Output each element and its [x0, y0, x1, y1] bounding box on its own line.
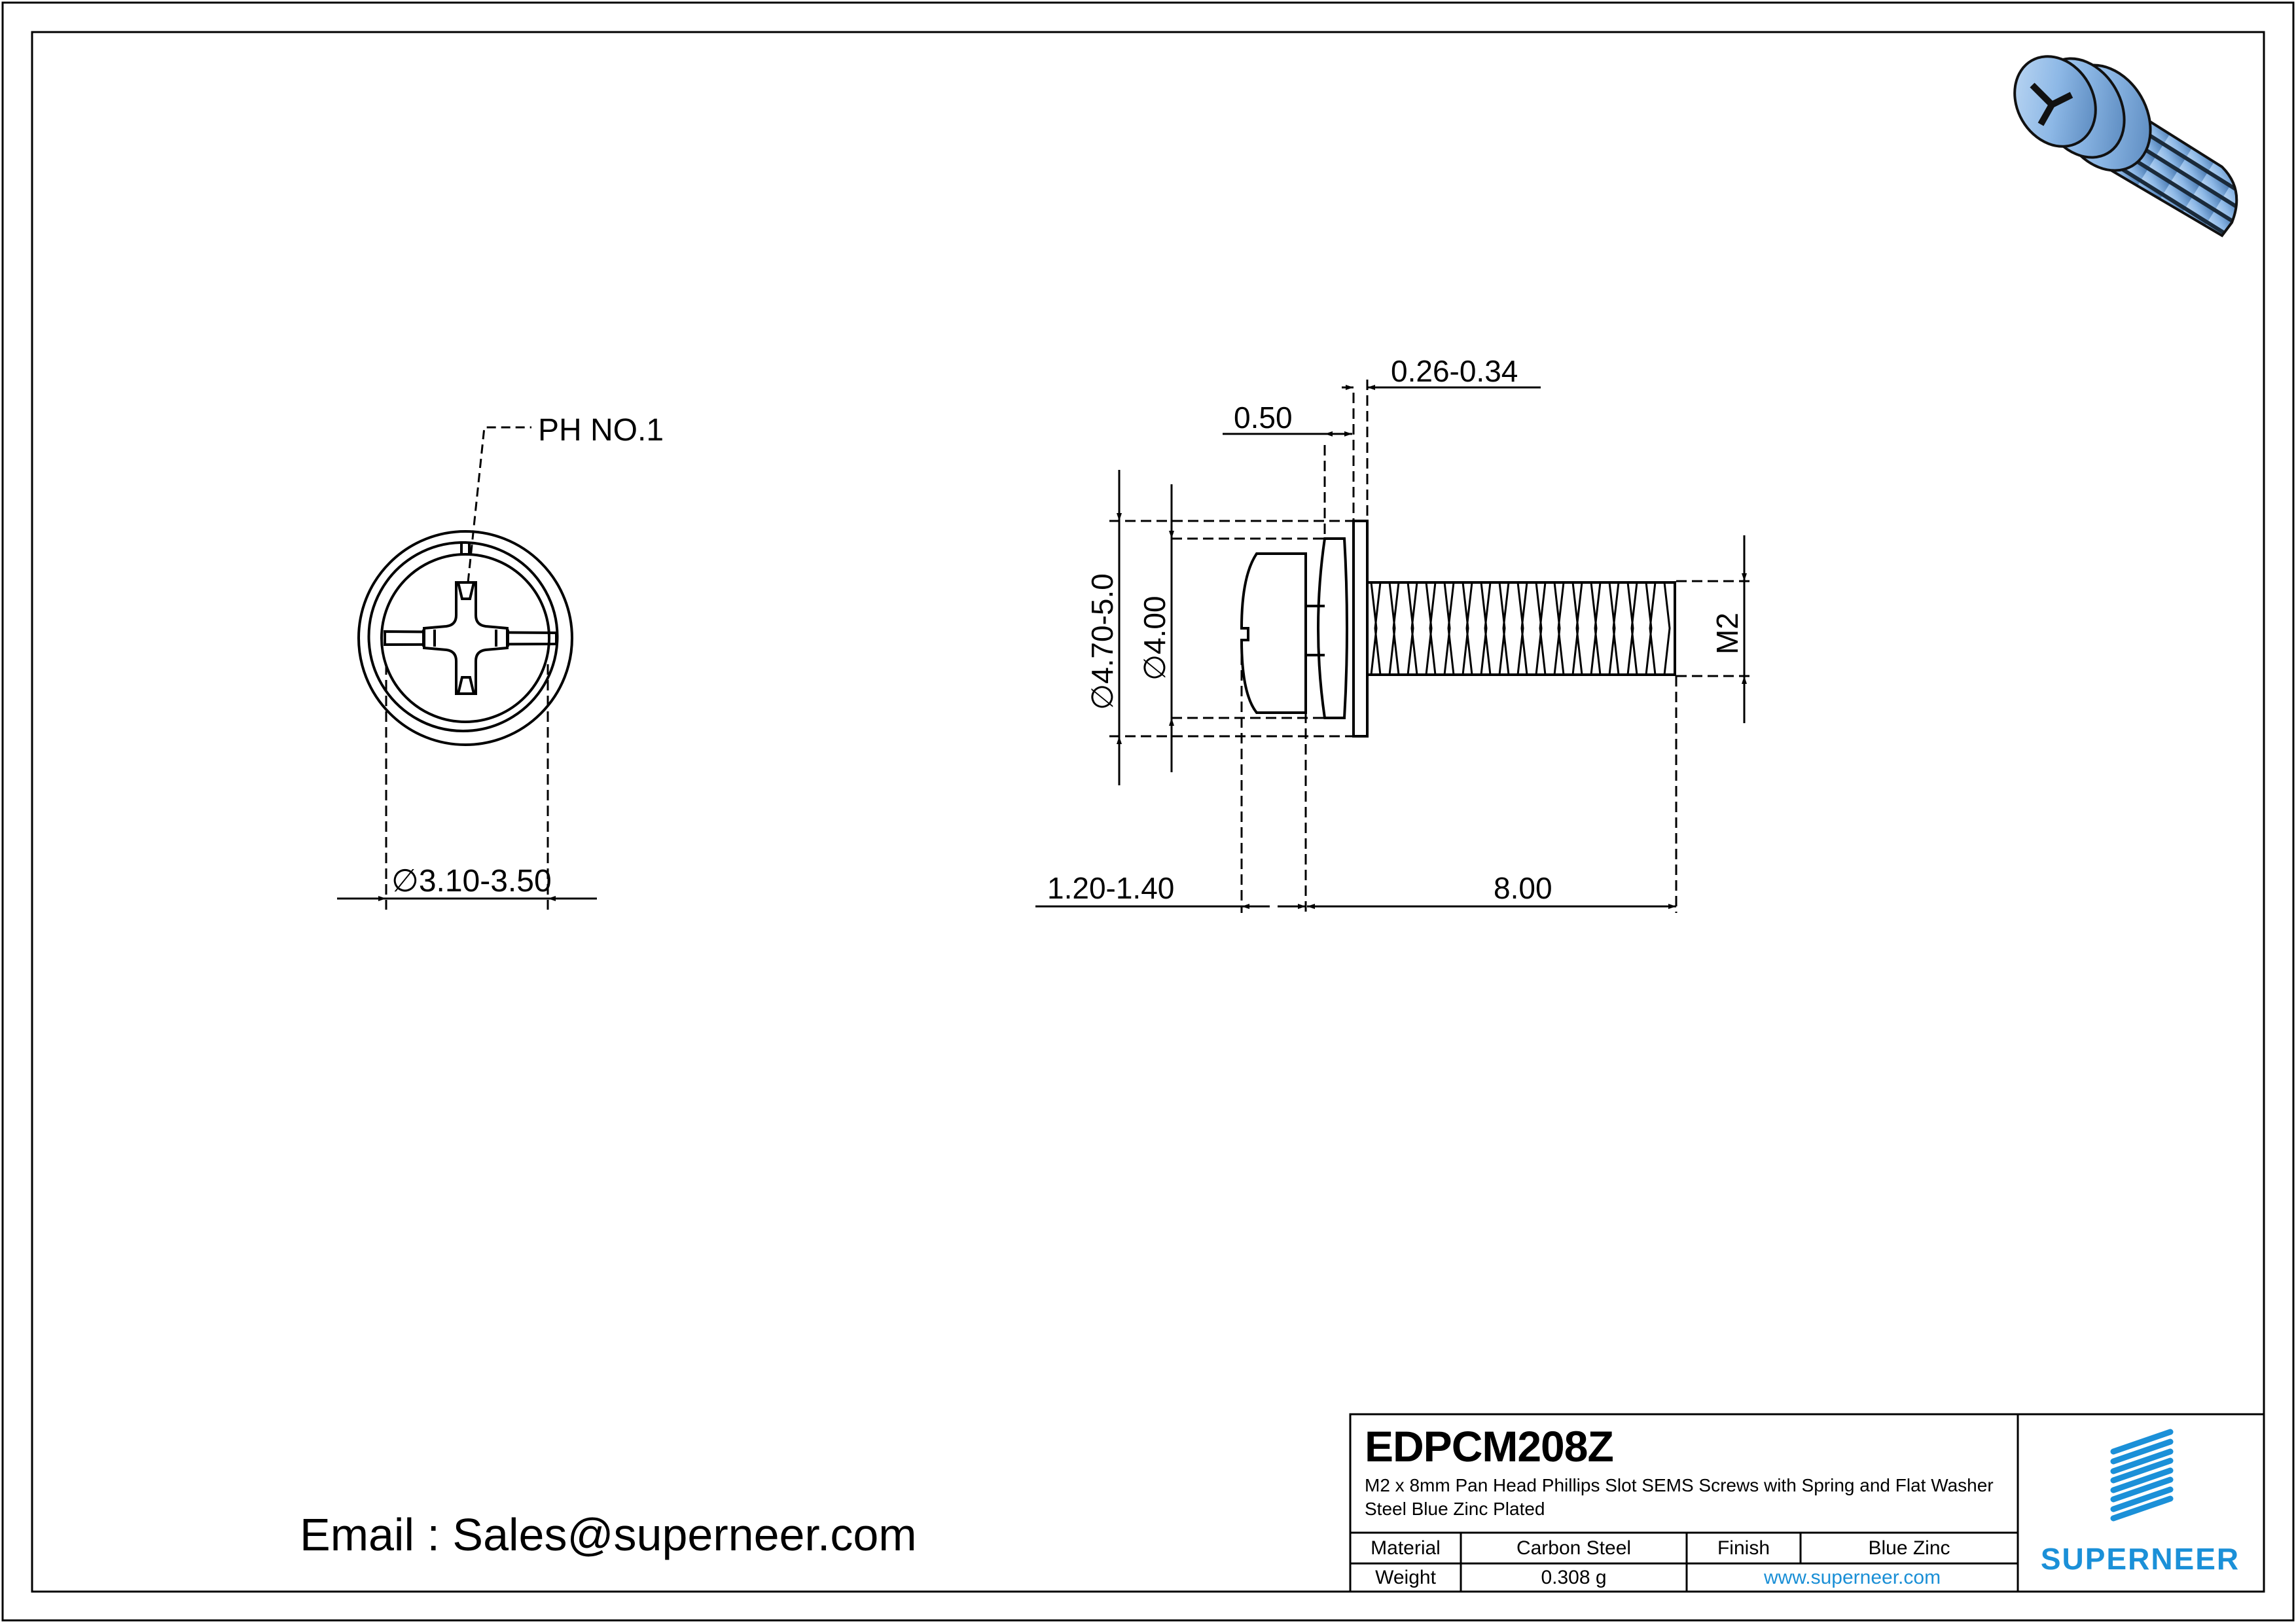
- flat-washer: [1352, 520, 1369, 738]
- drive-callout-leader: [467, 426, 531, 583]
- flat-washer-thickness-label: 0.26-0.34: [1391, 354, 1518, 388]
- material-label: Material: [1371, 1537, 1441, 1559]
- length-label: 8.00: [1494, 871, 1552, 905]
- weight-label: Weight: [1375, 1566, 1436, 1588]
- part-number: EDPCM208Z: [1365, 1422, 1614, 1471]
- top-view: [357, 530, 573, 746]
- dimension-lines: [1035, 385, 1747, 909]
- brand-name: SUPERNEER: [2040, 1542, 2240, 1576]
- spring-washer-ring: [367, 541, 559, 732]
- material-value: Carbon Steel: [1516, 1537, 1632, 1559]
- thread-size-label: M2: [1710, 613, 1744, 654]
- washer-outline: [357, 530, 573, 746]
- contact-email[interactable]: Email : Sales@superneer.com: [300, 1509, 917, 1560]
- thread-lines: [1370, 582, 1671, 675]
- extension-lines: [1109, 380, 1754, 913]
- head-outline: [380, 553, 550, 723]
- recess-diameter-label: ∅3.10-3.50: [391, 864, 552, 899]
- finish-label: Finish: [1717, 1537, 1770, 1559]
- weight-value: 0.308 g: [1541, 1566, 1607, 1588]
- spring-washer-thickness-label: 0.50: [1234, 401, 1293, 435]
- drive-callout-label: PH NO.1: [538, 413, 664, 448]
- pan-head: [1240, 552, 1307, 714]
- spring-washer: [1317, 537, 1348, 719]
- title-block: [1349, 1413, 2265, 1593]
- website-link[interactable]: www.superneer.com: [1763, 1566, 1941, 1588]
- side-view: [1240, 520, 1676, 738]
- sheet-border-inner: [31, 31, 2265, 1593]
- superneer-logo-icon: [2110, 1429, 2174, 1522]
- head-height-label: 1.20-1.40: [1047, 871, 1174, 905]
- iso-screw-image: [2013, 55, 2238, 238]
- head-diameter-label: ∅4.00: [1138, 596, 1172, 681]
- flat-washer-diameter-label: ∅4.70-5.0: [1085, 573, 1119, 710]
- finish-value: Blue Zinc: [1868, 1537, 1950, 1559]
- part-description: M2 x 8mm Pan Head Phillips Slot SEMS Scr…: [1365, 1475, 1994, 1519]
